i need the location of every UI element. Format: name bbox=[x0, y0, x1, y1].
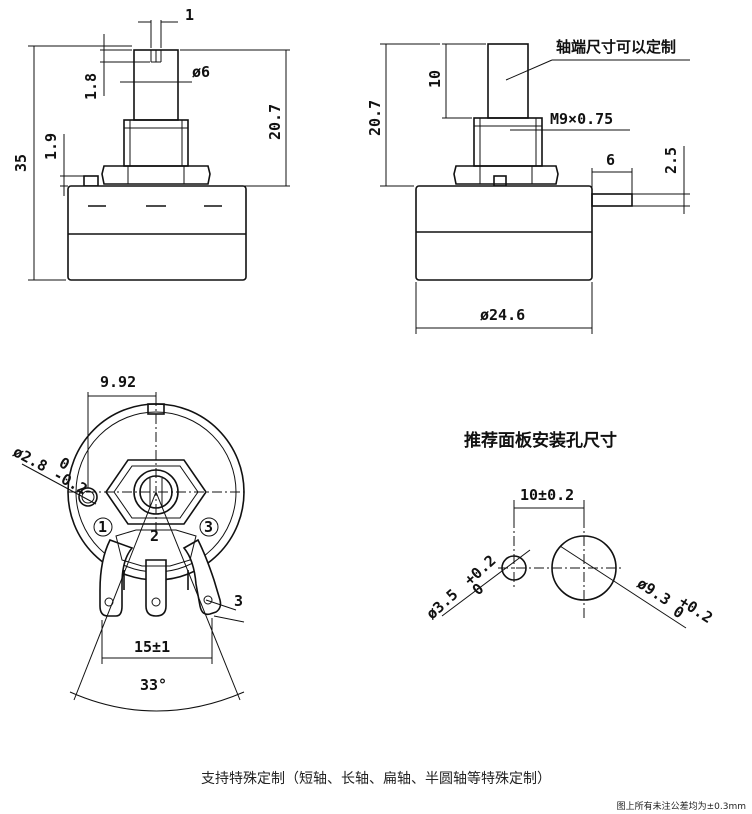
dim-6: 6 bbox=[606, 151, 615, 169]
custom-note: 支持特殊定制（短轴、长轴、扁轴、半圆轴等特殊定制） bbox=[201, 771, 551, 787]
nut bbox=[101, 165, 211, 185]
side-view-left: 1 1.8 ø6 20.7 1.9 35 bbox=[12, 6, 290, 281]
hex-nut bbox=[105, 459, 207, 525]
terminal-2-label: 2 bbox=[150, 527, 159, 545]
dim-1-8: 1.8 bbox=[82, 73, 100, 100]
shaft-circle bbox=[139, 475, 173, 509]
terminal-3-label: 3 bbox=[204, 518, 213, 536]
terminal-1 bbox=[99, 539, 134, 617]
bushing bbox=[123, 119, 189, 167]
dim-2-5: 2.5 bbox=[662, 147, 680, 174]
terminal-tab bbox=[591, 193, 633, 207]
terminal-1-label: 1 bbox=[98, 518, 107, 536]
dim-33-deg: 33° bbox=[140, 676, 167, 694]
dim-dia-24-6: ø24.6 bbox=[480, 306, 525, 324]
dim-3: 3 bbox=[234, 592, 243, 610]
front-view: 1 2 3 9.92 ø2.8 0 -0.2 3 15±1 bbox=[10, 373, 245, 712]
shaft-note: 轴端尺寸可以定制 bbox=[556, 38, 676, 56]
terminal-2 bbox=[145, 559, 167, 617]
dim-1: 1 bbox=[185, 6, 194, 24]
shaft-right bbox=[487, 43, 529, 119]
dim-10-2: 10±0.2 bbox=[520, 486, 574, 504]
dim-20-7-right: 20.7 bbox=[366, 100, 384, 136]
dim-15: 15±1 bbox=[134, 638, 170, 656]
side-view-right: 轴端尺寸可以定制 10 20.7 M9×0.75 6 2.5 ø24.6 bbox=[366, 38, 690, 334]
large-hole bbox=[551, 535, 617, 601]
panel-title: 推荐面板安装孔尺寸 bbox=[464, 430, 617, 451]
panel-hole-view: 推荐面板安装孔尺寸 10±0.2 ø3.5 +0.2 0 ø9.3 +0.2 0 bbox=[423, 430, 716, 629]
dim-20-7-left: 20.7 bbox=[266, 104, 284, 140]
dim-9-92: 9.92 bbox=[100, 373, 136, 391]
terminal-3 bbox=[182, 538, 222, 616]
dim-dia-3-5-upper: +0.2 bbox=[461, 551, 500, 589]
dim-dia-6: ø6 bbox=[192, 63, 210, 81]
tolerance-note: 图上所有未注公差均为±0.3mm bbox=[616, 802, 746, 812]
dim-thread: M9×0.75 bbox=[550, 110, 613, 128]
dim-dia-3-5: ø3.5 bbox=[423, 585, 462, 623]
bushing-right bbox=[473, 117, 543, 167]
small-hole bbox=[501, 555, 527, 581]
dim-dia-9-3: ø9.3 bbox=[634, 574, 674, 609]
dim-10: 10 bbox=[426, 70, 444, 88]
housing bbox=[67, 185, 247, 281]
dim-dia-2-8: ø2.8 bbox=[10, 443, 50, 476]
dim-1-9: 1.9 bbox=[42, 133, 60, 160]
nut-right bbox=[453, 165, 559, 185]
dim-35: 35 bbox=[12, 154, 30, 172]
housing-right bbox=[415, 185, 593, 281]
